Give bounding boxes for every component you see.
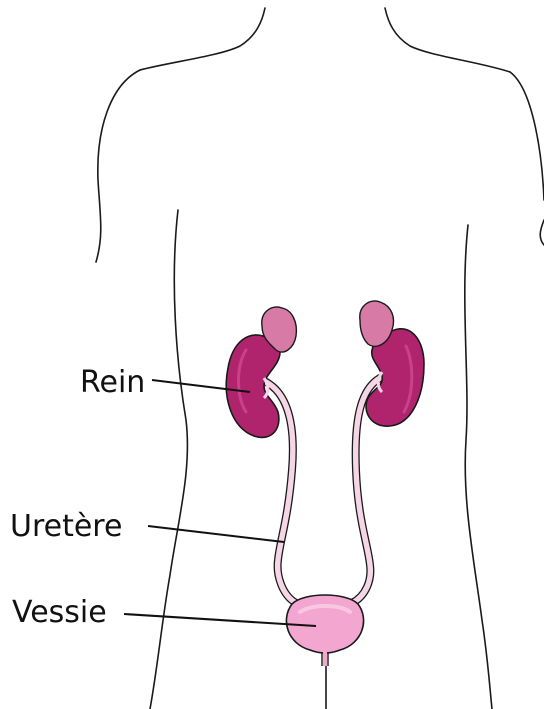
torso-right-line bbox=[465, 225, 492, 709]
bladder-label: Vessie bbox=[12, 598, 107, 628]
neck-right-line bbox=[385, 8, 510, 72]
shoulder-left-line bbox=[96, 70, 140, 262]
leader-line-uretere bbox=[148, 526, 284, 542]
urethra-fill bbox=[323, 652, 327, 666]
torso-left-line bbox=[150, 210, 187, 709]
ureter-label: Uretère bbox=[10, 512, 122, 542]
neck-left-line bbox=[140, 8, 265, 70]
bladder bbox=[286, 595, 363, 666]
kidney-label: Rein bbox=[80, 368, 145, 398]
right-arm-edge bbox=[540, 220, 544, 245]
shoulder-right-line bbox=[510, 72, 544, 200]
